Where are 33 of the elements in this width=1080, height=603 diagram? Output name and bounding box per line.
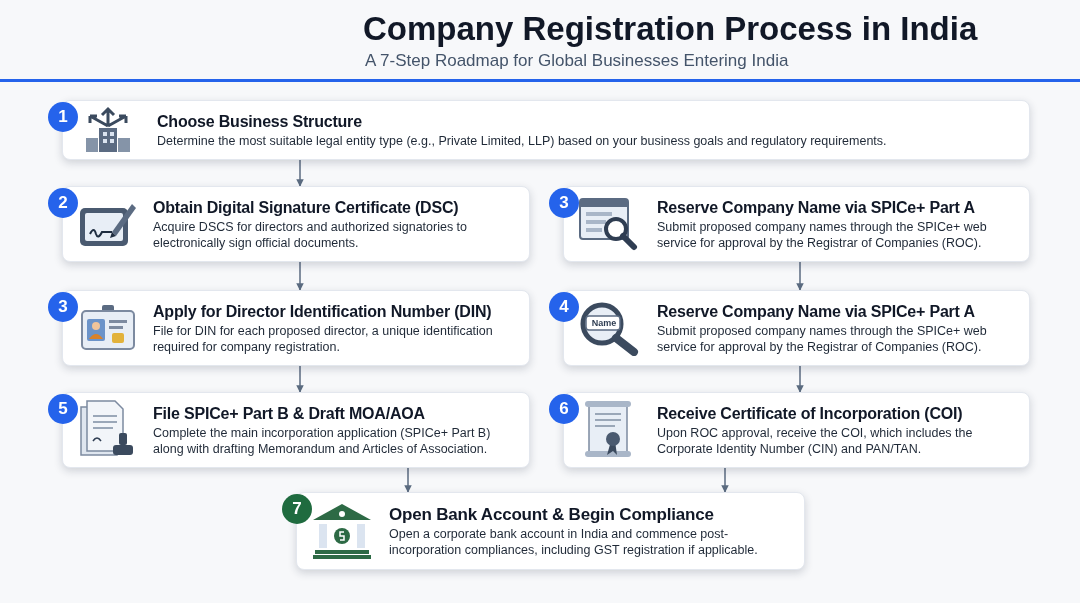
arrow xyxy=(796,365,804,393)
step-heading: Choose Business Structure xyxy=(157,112,363,132)
step-number-badge: 6 xyxy=(549,394,579,424)
step-description: Upon ROC approval, receive the COI, which includes the Corporate Identity Number (CIN) and PAN/TAN. xyxy=(657,425,974,457)
arrow xyxy=(296,261,304,291)
step-heading: File SPICe+ Part B & Draft MOA/AOA xyxy=(153,404,426,424)
step-description: Determine the most suitable legal entity type (e.g., Private Limited, LLP) based on your business goals and regulatory requirements. xyxy=(157,133,888,149)
step-description: Open a corporate bank account in India and commence post-incorporation compliances, including GST registration if applicable. xyxy=(389,526,759,558)
step-number-badge: 7 xyxy=(282,494,312,524)
step-number-badge: 2 xyxy=(48,188,78,218)
title: Company Registration Process in India xyxy=(363,9,978,49)
step-heading: Reserve Company Name via SPICe+ Part A xyxy=(657,302,976,322)
step-description: Complete the main incorporation application (SPICe+ Part B) along with drafting Memorandum and Articles of Association. xyxy=(153,425,492,457)
subtitle: A 7-Step Roadmap for Global Businesses Entering India xyxy=(365,50,789,72)
step-number-badge: 3 xyxy=(48,292,78,322)
step-description: Acquire DSCS for directors and authorized signatories to electronically sign official documents. xyxy=(153,219,469,251)
step-description: Submit proposed company names through the SPICe+ web service for approval by the Registrar of Companies (ROC). xyxy=(657,219,988,251)
arrow xyxy=(296,159,304,187)
step-heading: Obtain Digital Signature Certificate (DSC) xyxy=(153,198,460,218)
arrow xyxy=(404,467,412,493)
step-description: File for DIN for each proposed director, a unique identification required for company registration. xyxy=(153,323,494,355)
arrow xyxy=(296,365,304,393)
step-number-badge: 1 xyxy=(48,102,78,132)
arrow xyxy=(721,467,729,493)
step-heading: Receive Certificate of Incorporation (COI) xyxy=(657,404,964,424)
step-number-badge: 3 xyxy=(549,188,579,218)
step-heading: Apply for Director Identification Number (DIN) xyxy=(153,302,493,322)
step-description: Submit proposed company names through the SPICe+ web service for approval by the Registrar of Companies (ROC). xyxy=(657,323,988,355)
step-number-badge: 4 xyxy=(549,292,579,322)
step-heading: Reserve Company Name via SPICe+ Part A xyxy=(657,198,976,218)
arrow xyxy=(796,261,804,291)
step-heading: Open Bank Account & Begin Compliance xyxy=(389,504,715,526)
step-number-badge: 5 xyxy=(48,394,78,424)
